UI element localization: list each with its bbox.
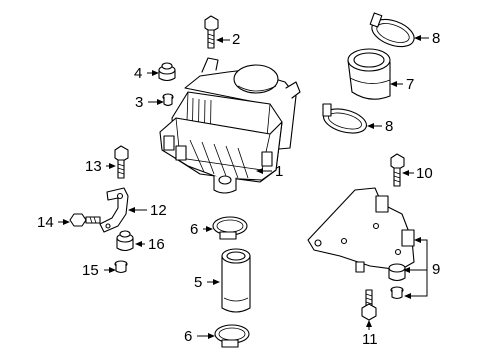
callout-5: 5 <box>194 274 202 291</box>
hose-clamp-6-upper <box>212 216 248 240</box>
bolt-14 <box>69 213 101 227</box>
intake-hose-5 <box>221 248 251 313</box>
grommet-3 <box>162 93 174 107</box>
callout-1: 1 <box>275 163 283 180</box>
insulator-16 <box>116 230 134 252</box>
callout-16: 16 <box>148 236 165 253</box>
bolt-10 <box>390 153 405 187</box>
callout-3: 3 <box>135 94 143 111</box>
bracket-12 <box>99 187 129 233</box>
callout-14: 14 <box>37 214 54 231</box>
callout-8-lower: 8 <box>385 118 393 135</box>
bolt-2 <box>204 15 219 49</box>
bolt-11 <box>361 289 377 321</box>
air-cleaner-housing <box>159 57 301 194</box>
callout-15: 15 <box>82 262 99 279</box>
callout-10: 10 <box>416 165 433 182</box>
leader-lines <box>58 35 429 339</box>
callout-6-upper: 6 <box>190 221 198 238</box>
callout-labels: 1 2 3 4 5 6 6 7 8 8 9 10 11 12 13 14 15 … <box>37 30 440 348</box>
grommet-9-upper <box>388 263 406 282</box>
grommet-15 <box>114 260 128 274</box>
callout-9: 9 <box>432 261 440 278</box>
mounting-bracket-9 <box>307 187 415 273</box>
duct-clamp-8-upper <box>369 12 415 48</box>
callout-13: 13 <box>85 158 102 175</box>
mount-insulator-4 <box>158 62 176 82</box>
callout-8-upper: 8 <box>432 30 440 47</box>
callout-6-lower: 6 <box>184 328 192 345</box>
duct-clamp-8-lower <box>322 103 367 134</box>
callout-2: 2 <box>232 31 240 48</box>
hose-clamp-6-lower <box>214 324 250 348</box>
callout-4: 4 <box>134 65 142 82</box>
callout-7: 7 <box>406 76 414 93</box>
grommet-9-lower <box>390 286 404 300</box>
bolt-13 <box>114 145 129 179</box>
intake-duct-7 <box>347 48 391 100</box>
callout-12: 12 <box>150 202 167 219</box>
callout-11: 11 <box>362 331 378 348</box>
